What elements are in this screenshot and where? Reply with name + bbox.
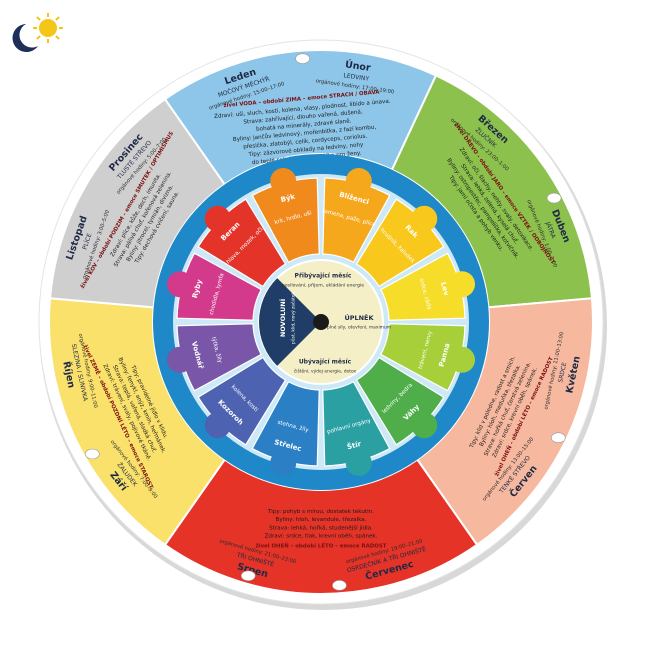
full-title: ÚPLNĚK: [344, 313, 374, 322]
month-name: Říjen: [60, 360, 77, 389]
stomach-icon: [240, 570, 256, 582]
petal-fill: [176, 252, 263, 321]
petal-tip: [411, 205, 438, 232]
petal-fill: [379, 252, 466, 321]
element-text-line: Byliny: hloh, levandule, třezalka.: [276, 516, 367, 523]
petal-tip: [449, 271, 476, 298]
element-text-line: Tipy: pohyb s mírou, dostatek tekutin.: [267, 508, 374, 515]
full-text: plné síly, otevření, maximum: [327, 324, 391, 331]
waxing-title: Přibývající měsíc: [295, 273, 352, 280]
petal-tip: [345, 167, 372, 194]
new-text: půst, klid, nový začátek: [290, 292, 297, 345]
moon-center-dot: [313, 314, 329, 330]
petal-fill: [176, 323, 263, 392]
element-text-line: Strava: lehká, hořká, studenější jídla.: [269, 524, 373, 531]
element-line: živel OHEŇ – období LÉTO – emoce RADOST: [256, 542, 387, 550]
sun-moon-logo-icon: [12, 13, 63, 52]
new-moon-quadrant: [259, 278, 321, 366]
petal-tip: [166, 271, 193, 298]
petal-fill: [322, 177, 391, 264]
petal-tip: [166, 346, 193, 373]
petal-tip: [345, 450, 372, 477]
new-title: NOVOLUNÍ: [278, 298, 287, 337]
petal-tip: [270, 450, 297, 477]
zodiac-name: Štír: [346, 439, 363, 452]
moon-phase-center: Přibývající měsíc posilování, příjem, ukl…: [258, 259, 391, 385]
petal-tip: [449, 346, 476, 373]
kidney-icon: [295, 53, 310, 64]
zodiac-name: Lev: [439, 281, 450, 297]
heart-icon: [550, 432, 566, 444]
petal-tip: [204, 205, 231, 232]
zodiac-name: Býk: [280, 192, 297, 205]
element-text-line: Zdraví: srdce, tlak, krevní oběh, spánek…: [265, 533, 378, 540]
petal-tip: [270, 167, 297, 194]
petal-fill: [251, 380, 320, 467]
bladder-icon: [332, 580, 347, 591]
petal-fill: [251, 177, 320, 264]
petal-tip: [411, 412, 438, 439]
waxing-text: posilování, příjem, ukládání energie: [282, 282, 364, 289]
liver-icon: [546, 192, 562, 204]
month-organ: SRDCE: [557, 362, 568, 384]
petal-fill: [322, 380, 391, 467]
waning-text: čištění, výdej energie, detox: [294, 368, 357, 375]
lungs-icon: [85, 448, 100, 460]
petal-fill: [379, 323, 466, 392]
waning-title: Ubývající měsíc: [299, 359, 352, 366]
month-organ: LEDVINY: [343, 72, 370, 83]
month-name: Únor: [344, 58, 371, 74]
petal-tip: [204, 412, 231, 439]
